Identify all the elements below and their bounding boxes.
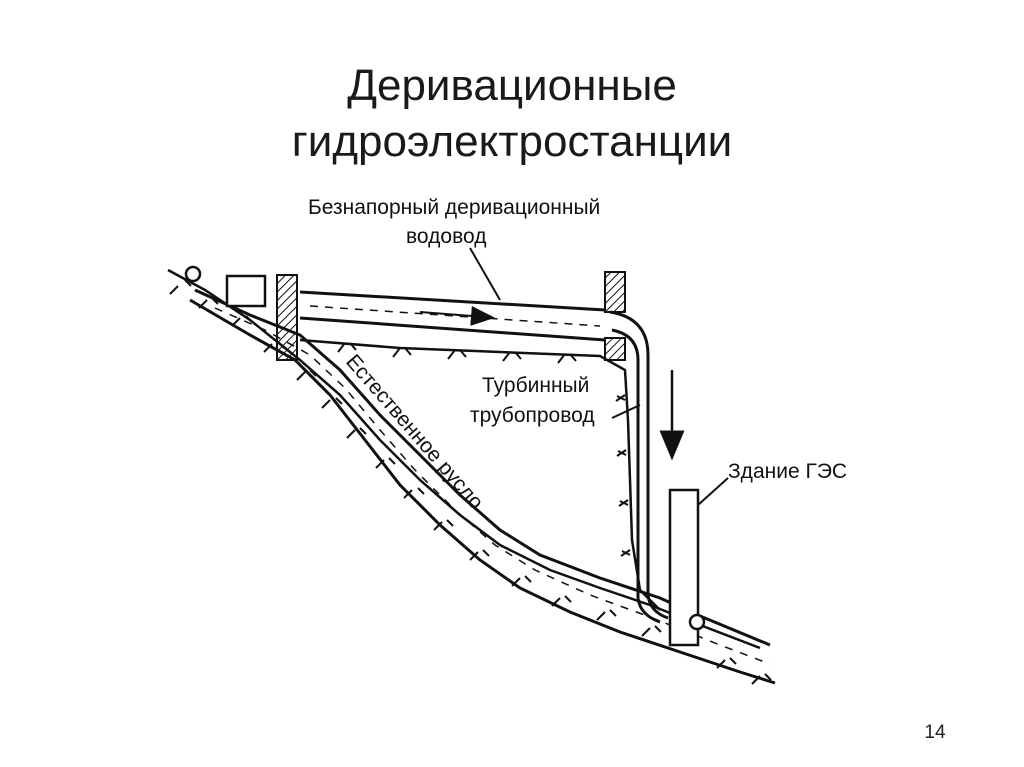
derivation-flow-arrow bbox=[419, 305, 495, 326]
slide-title: Деривационные гидроэлектростанции bbox=[0, 58, 1024, 170]
power-house-outlet-node bbox=[688, 613, 706, 631]
penstock-inner bbox=[611, 328, 661, 624]
derivation-channel-top bbox=[299, 290, 606, 312]
title-line-1: Деривационные bbox=[347, 61, 677, 110]
leader-penstock bbox=[611, 404, 641, 419]
head-node bbox=[184, 265, 202, 283]
label-penstock-line-1: Турбинный bbox=[482, 374, 589, 397]
page-number: 14 bbox=[924, 722, 946, 743]
head-gate-house bbox=[225, 274, 267, 308]
river-channel-lower-bank bbox=[189, 298, 776, 685]
ground-hatch-marks bbox=[169, 279, 772, 685]
leader-derivation bbox=[469, 247, 501, 301]
forebay-top-block bbox=[604, 271, 626, 313]
label-derivation-line-1: Безнапорный деривационный bbox=[308, 196, 600, 219]
ground-line-upper bbox=[167, 268, 761, 650]
derivation-channel-bottom bbox=[299, 316, 606, 342]
river-channel-upper-bank bbox=[194, 288, 771, 647]
label-penstock-line-2: трубопровод bbox=[470, 404, 595, 427]
penstock-outer bbox=[609, 310, 669, 620]
derivation-base-hatch-marks bbox=[337, 342, 631, 557]
forebay-bottom-block bbox=[604, 337, 626, 361]
intake-weir bbox=[276, 274, 298, 361]
ground-line-derivation-base bbox=[299, 338, 661, 611]
leader-plant bbox=[697, 477, 729, 506]
derivation-water-dashes bbox=[309, 305, 601, 327]
title-line-2: гидроэлектростанции bbox=[291, 117, 733, 166]
label-plant: Здание ГЭС bbox=[728, 460, 847, 483]
label-derivation-line-2: водовод bbox=[406, 225, 486, 248]
